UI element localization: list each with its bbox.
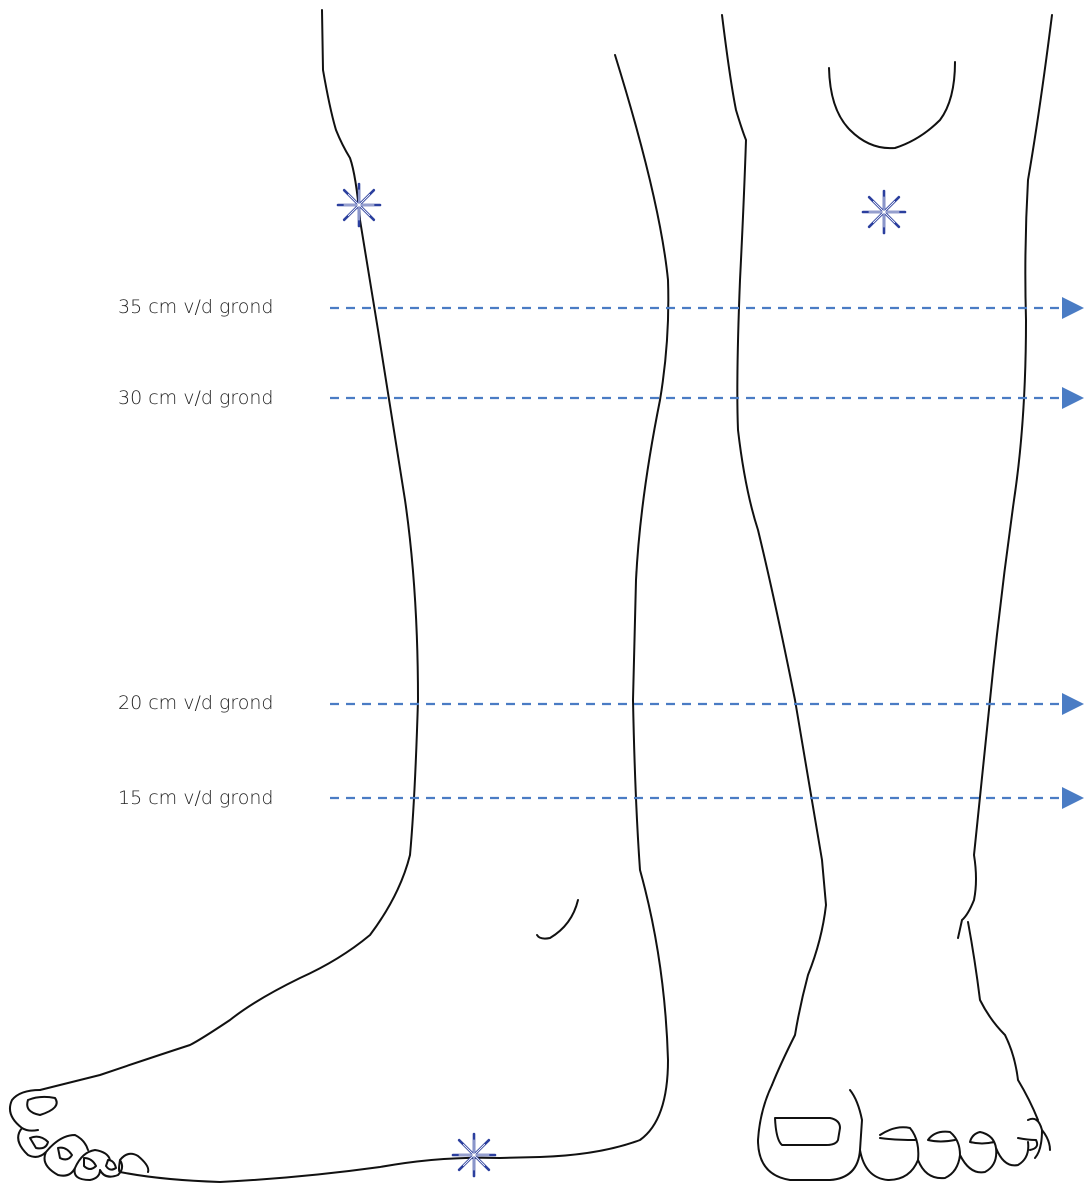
markers xyxy=(338,184,905,1176)
side-leg-back-contour xyxy=(40,10,418,1090)
measure-label-20cm: 20 cm v/d grond xyxy=(118,692,308,714)
measure-label-15cm: 15 cm v/d grond xyxy=(118,787,308,809)
side-toes xyxy=(10,1090,148,1180)
front-toes xyxy=(758,1085,1050,1180)
front-leg-outer-contour xyxy=(958,15,1052,938)
front-leg-ankle-inner xyxy=(968,922,1038,1120)
measurement-lines xyxy=(330,297,1084,809)
front-view-leg xyxy=(722,15,1052,1180)
arrow-right-icon xyxy=(1062,693,1084,715)
arrow-right-icon xyxy=(1062,387,1084,409)
side-view-leg xyxy=(10,10,668,1182)
arrow-right-icon xyxy=(1062,787,1084,809)
asterisk-icon xyxy=(863,191,905,233)
ankle-bone-curve xyxy=(537,900,578,939)
measure-label-35cm: 35 cm v/d grond xyxy=(118,296,308,318)
arrow-right-icon xyxy=(1062,297,1084,319)
side-leg-front-contour xyxy=(120,55,668,1182)
front-leg-inner-contour xyxy=(722,15,826,1085)
measure-label-30cm: 30 cm v/d grond xyxy=(118,387,308,409)
asterisk-icon xyxy=(338,184,380,226)
asterisk-icon xyxy=(453,1134,495,1176)
kneecap-outline xyxy=(829,62,955,148)
